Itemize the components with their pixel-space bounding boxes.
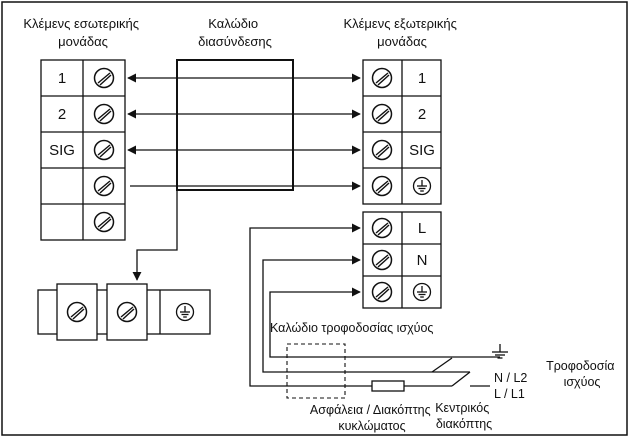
wire-l xyxy=(249,223,372,387)
screw-icon xyxy=(371,249,393,271)
l-l1-label: L / L1 xyxy=(494,387,525,401)
indoor-terminal-1: 1 xyxy=(58,70,66,87)
power-terminal-n: N xyxy=(417,252,428,269)
screw-icon xyxy=(371,281,393,303)
main-switch-n xyxy=(431,357,453,373)
main-switch-l xyxy=(451,371,471,387)
screw-icon xyxy=(93,175,115,197)
screw-icon xyxy=(371,175,393,197)
wire-n xyxy=(262,255,470,373)
screw-icon xyxy=(93,67,115,89)
indoor-terminal-label: Κλέμενς εσωτερικής μονάδας xyxy=(23,16,142,49)
screw-icon xyxy=(371,139,393,161)
indoor-terminal-block: 1 2 SIG xyxy=(40,59,126,241)
ground-strip xyxy=(37,283,211,341)
fuse-label: Ασφάλεια / Διακόπτης κυκλώματος xyxy=(310,403,434,433)
ground-icon xyxy=(412,176,432,196)
ground-icon xyxy=(412,282,432,302)
outdoor-terminal-sig: SIG xyxy=(409,142,435,159)
screw-icon xyxy=(371,103,393,125)
power-cable-box xyxy=(286,343,346,399)
screw-icon xyxy=(93,139,115,161)
wire-ground xyxy=(269,287,500,358)
power-supply-label: Τροφοδοσία ισχύος xyxy=(546,359,618,389)
indoor-terminal-2: 2 xyxy=(58,106,66,123)
outdoor-terminal-1: 1 xyxy=(418,70,426,87)
main-switch-label: Κεντρικός διακόπτης xyxy=(435,401,493,431)
connecting-cable-box xyxy=(176,59,294,191)
outdoor-terminal-2: 2 xyxy=(418,106,426,123)
screw-icon xyxy=(93,103,115,125)
supply-ground-icon xyxy=(492,344,508,359)
screw-icon xyxy=(116,301,138,323)
screw-icon xyxy=(371,67,393,89)
outdoor-terminal-block: 1 2 SIG xyxy=(362,59,442,205)
power-terminal-l: L xyxy=(418,220,426,237)
power-terminal-block: L N xyxy=(362,211,442,309)
screw-icon xyxy=(66,301,88,323)
power-cable-label: Καλώδιο τροφοδοσίας ισχύος xyxy=(270,321,433,335)
n-l2-label: N / L2 xyxy=(494,371,527,385)
ground-wire xyxy=(132,186,178,281)
screw-icon xyxy=(371,217,393,239)
screw-icon xyxy=(93,211,115,233)
indoor-terminal-sig: SIG xyxy=(49,142,75,159)
connecting-cable-label: Καλώδιο διασύνδεσης xyxy=(198,16,272,49)
ground-icon xyxy=(175,302,195,322)
fuse xyxy=(371,380,405,392)
outdoor-terminal-label: Κλέμενς εξωτερικής μονάδας xyxy=(343,16,460,49)
